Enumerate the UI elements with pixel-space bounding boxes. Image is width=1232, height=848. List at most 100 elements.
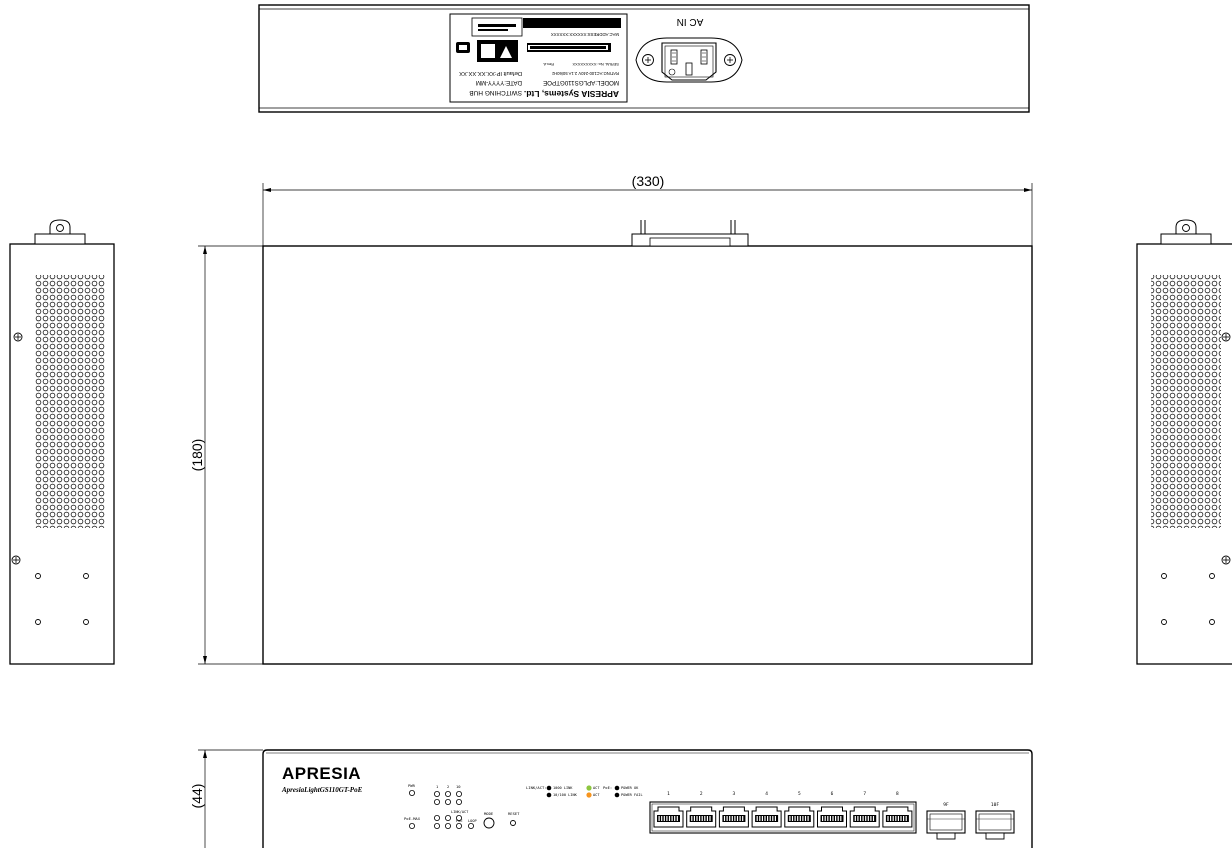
- barcode-mac: [523, 18, 621, 28]
- cert-box: [471, 17, 523, 37]
- depth-dimension: (180): [189, 245, 263, 665]
- poe-max-label: PoE-MAX: [404, 816, 421, 821]
- rj45-port-2[interactable]: 2: [686, 791, 717, 828]
- sfp-port-10F[interactable]: 10F: [975, 802, 1015, 840]
- rj45-port-3[interactable]: 3: [718, 791, 749, 828]
- screw-icon: [1221, 332, 1231, 342]
- port-led: [444, 823, 451, 830]
- legend-1000-link: 1000 LINK: [553, 786, 573, 790]
- port-led: [455, 823, 462, 830]
- iec-socket: [661, 42, 717, 81]
- port-number-label: 4: [765, 791, 768, 797]
- rear-panel-outline: [258, 4, 1030, 113]
- port-number-label: 3: [733, 791, 736, 797]
- left-side-view: [9, 219, 115, 665]
- legend-link-act: LINK/ACT:: [526, 785, 547, 790]
- legend-power-fail: POWER FAIL: [621, 793, 643, 797]
- port-led: [433, 815, 440, 822]
- port-number-label: 8: [896, 791, 899, 797]
- port-led: [433, 823, 440, 830]
- front-view: (44) APRESIA ApresiaLightGS110GT-PoE PWR…: [189, 749, 1033, 848]
- legend-dot: [546, 792, 552, 798]
- legend-power-ok: POWER OK: [621, 786, 639, 790]
- port-led: [444, 791, 451, 798]
- port-led: [444, 799, 451, 806]
- rear-view: APRESIA Systems, Ltd. SWITCHING HUB MODE…: [258, 4, 1030, 113]
- screw-icon: [11, 555, 21, 565]
- right-side-view: [1136, 219, 1232, 665]
- top-view: (330) (180): [189, 173, 1033, 665]
- legend-act-1: ACT: [593, 786, 600, 790]
- rj45-port-6[interactable]: 6: [817, 791, 847, 828]
- port-number-label: 1: [667, 791, 670, 797]
- legend-10-100-link: 10/100 LINK: [553, 793, 578, 797]
- rj45-port-7[interactable]: 7: [849, 791, 880, 828]
- port-led: [433, 791, 440, 798]
- port-led: [433, 799, 440, 806]
- port-led: [444, 815, 451, 822]
- rj45-port-1[interactable]: 1: [653, 791, 684, 828]
- label-rev: Rev.A: [543, 62, 554, 67]
- port-number-label: 2: [700, 791, 703, 797]
- height-dimension: (44): [189, 749, 263, 848]
- top-view-body: [262, 245, 1033, 665]
- pwr-led: [408, 790, 415, 797]
- width-dimension-label: (330): [632, 173, 665, 189]
- pwr-label: PWR: [408, 783, 416, 788]
- ac-in-label: AC IN: [677, 16, 704, 27]
- reset-button[interactable]: [510, 820, 516, 826]
- label-model: MODEL:APLGS110GTPOE: [543, 79, 619, 86]
- rj45-port-5[interactable]: 5: [784, 791, 815, 828]
- sfp-number-label: 10F: [991, 802, 999, 808]
- legend-dot-green: [586, 785, 592, 791]
- label-mac-address: MAC ADDRESS:XXXXXX:XXXXXX: [551, 32, 619, 37]
- port-led: [455, 791, 462, 798]
- rear-inlet-bracket: [631, 220, 749, 247]
- led-cluster: PWR PoE-MAX 1 2 10 LINK/ACT PoE LOOP: [404, 783, 477, 830]
- legend-dot: [546, 785, 552, 791]
- screw-icon: [724, 54, 736, 66]
- link-act-label: LINK/ACT: [451, 810, 469, 814]
- sfp-number-label: 9F: [943, 802, 949, 808]
- reset-label: RESET: [508, 811, 520, 816]
- mode-button[interactable]: [483, 817, 495, 829]
- port-led: [455, 815, 462, 822]
- sfp-port-block: 9F 10F: [926, 802, 1015, 840]
- front-panel-outline: [262, 749, 1033, 848]
- vent-holes: [35, 275, 105, 528]
- sfp-port-9F[interactable]: 9F: [926, 802, 966, 840]
- legend-dot-orange: [586, 792, 592, 798]
- led-legend: LINK/ACT: 1000 LINK 10/100 LINK ACT ACT …: [526, 785, 643, 798]
- rear-product-label: APRESIA Systems, Ltd. SWITCHING HUB MODE…: [449, 13, 628, 103]
- legend-act-2: ACT: [593, 793, 600, 797]
- loop-label: LOOP: [468, 819, 477, 823]
- led-col-10-label: 10: [456, 784, 461, 789]
- screw-icon: [1221, 555, 1231, 565]
- brand-logo: APRESIA: [282, 764, 361, 783]
- model-name: ApresiaLightGS110GT-PoE: [281, 786, 363, 794]
- mode-label: MODE: [484, 811, 494, 816]
- legend-dot: [614, 792, 620, 798]
- label-serial: SERIAL No.:XXXXXXXXX: [572, 62, 619, 67]
- port-block-outline: [649, 801, 917, 834]
- port-led: [455, 799, 462, 806]
- poe-led-label: PoE: [456, 819, 463, 823]
- port-number-label: 6: [831, 791, 834, 797]
- rj45-port-4[interactable]: 4: [751, 791, 782, 828]
- poe-max-led: [408, 823, 415, 830]
- depth-dimension-label: (180): [189, 439, 205, 472]
- width-dimension: (330): [262, 173, 1033, 246]
- rj45-port-8[interactable]: 8: [882, 791, 913, 828]
- label-rating: RATING:AC100-240V 2.1A 50/60Hz: [552, 71, 619, 76]
- legend-dot: [614, 785, 620, 791]
- port-number-label: 5: [798, 791, 801, 797]
- label-company: APRESIA Systems, Ltd.: [524, 89, 619, 99]
- led-col-2-label: 2: [447, 784, 449, 789]
- label-switching-hub: SWITCHING HUB: [469, 89, 522, 96]
- port-number-label: 7: [863, 791, 866, 797]
- screw-icon: [13, 332, 23, 342]
- screw-icon: [642, 54, 654, 66]
- label-date: DATE:YYYY-MM: [476, 79, 522, 86]
- label-default-ip: Default IP:XX.XX.XX.XX: [459, 70, 522, 76]
